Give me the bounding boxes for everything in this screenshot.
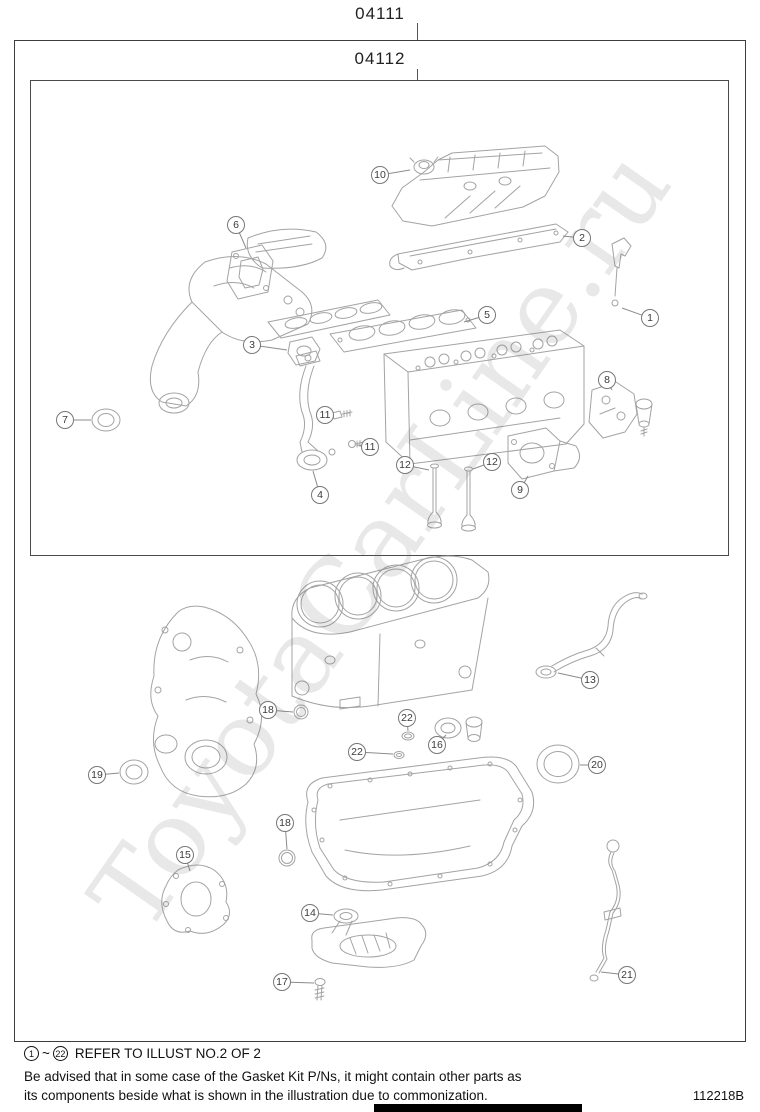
figure-code-04112: 04112 [354,49,406,68]
callout-17: 17 [273,973,291,991]
callout-9: 9 [511,481,529,499]
range-tilde: ~ [42,1046,50,1061]
disclaimer: Be advised that in some case of the Gask… [24,1068,522,1106]
bolt-17 [314,978,326,1001]
doc-number: 112218B [692,1088,744,1103]
callout-18: 18 [259,701,277,719]
callout-19: 19 [88,766,106,784]
callout-10: 10 [371,166,389,184]
manifold-gasket-a [267,299,391,339]
bracket-8 [588,381,653,439]
callout-16: 16 [428,736,446,754]
callout-15: 15 [176,846,194,864]
exhaust-manifold [149,228,327,414]
callout-3: 3 [243,336,261,354]
valve-cover-gasket [389,223,569,271]
disclaimer-line1: Be advised that in some case of the Gask… [24,1069,522,1084]
gasket-6 [226,244,274,300]
callout-11: 11 [361,438,379,456]
callout-2: 2 [573,229,591,247]
refer-text: REFER TO ILLUST NO.2 OF 2 [74,1046,261,1061]
bottom-bar [374,1104,582,1112]
callout-12: 12 [483,453,501,471]
callout-1: 1 [641,309,659,327]
callout-22: 22 [398,709,416,727]
callout-12: 12 [396,456,414,474]
pipe-4 [295,350,336,471]
callout-8: 8 [598,371,616,389]
seal-7 [91,408,121,432]
valves-12 [427,463,476,532]
callout-7: 7 [56,411,74,429]
oil-filler-cap [409,156,439,175]
valve-cover [391,145,560,227]
callout-4: 4 [311,486,329,504]
outer-frame [14,40,746,1042]
dipstick-21 [589,839,622,982]
upper-assembly-frame [30,80,729,556]
callout-5: 5 [478,306,496,324]
circled-number-to: 22 [52,1046,68,1061]
disclaimer-line2: its components beside what is shown in t… [24,1087,488,1103]
cylinder-head [383,329,585,465]
injector [611,237,632,307]
timing-cover [150,605,262,798]
gasket-9 [507,427,580,480]
callout-6: 6 [227,216,245,234]
gasket-3 [287,336,321,366]
oil-pan [305,756,535,892]
hose-13 [535,592,648,679]
callout-14: 14 [301,904,319,922]
figure-code-04111: 04111 [355,4,405,23]
callout-20: 20 [588,756,606,774]
o-rings-18 [278,704,309,867]
seal-20 [536,744,580,784]
seal-16 [434,716,483,742]
callout-21: 21 [618,966,636,984]
callout-13: 13 [581,671,599,689]
manifold-gasket-b [329,309,477,353]
o-rings-22 [393,731,415,759]
seal-19 [119,759,149,785]
engine-block [291,555,490,710]
callout-11: 11 [316,406,334,424]
circled-number-from: 1 [24,1046,39,1061]
refer-note: 1 ~ 22 REFER TO ILLUST NO.2 OF 2 [24,1046,261,1061]
oil-strainer-14 [311,908,427,968]
callout-18: 18 [276,814,294,832]
callout-22: 22 [348,743,366,761]
gasket-15 [161,864,230,934]
